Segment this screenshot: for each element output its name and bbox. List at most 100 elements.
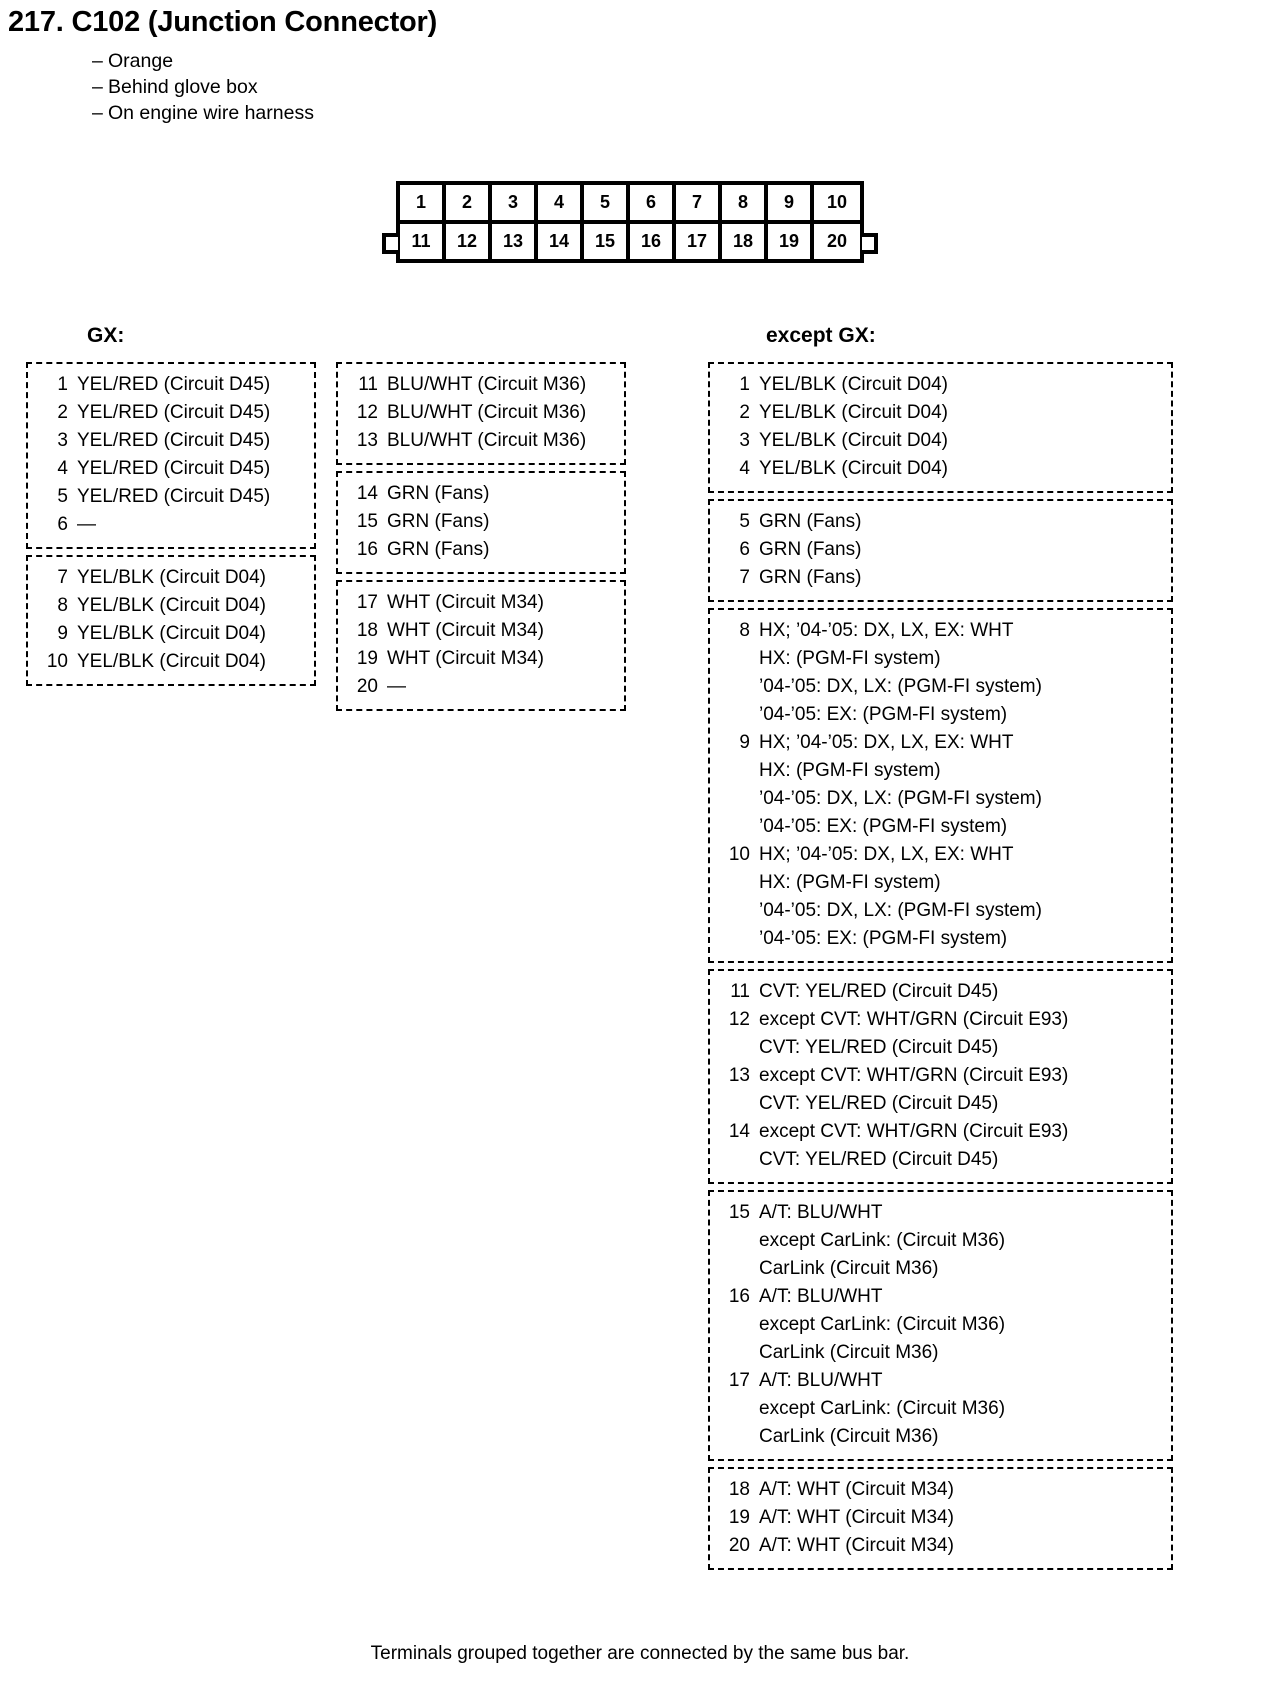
page-header: 217. C102 (Junction Connector) –Orange–B… [8,4,1008,126]
pin-description: YEL/BLK (Circuit D04) [77,567,267,588]
connector-pin-cell: 15 [584,224,630,259]
connector-pin-cell: 18 [722,224,768,259]
pin-description: except CVT: WHT/GRN (Circuit E93) [759,1009,1069,1030]
pin-number: 10 [46,651,68,672]
pin-number: 19 [728,1507,750,1528]
pin-number: 17 [356,592,378,613]
pin-number: 7 [739,567,750,588]
pin-description: — [77,514,96,535]
pin-description: YEL/RED (Circuit D45) [77,458,271,479]
connector-pin-cell: 16 [630,224,676,259]
pin-entry: 10 HX; ’04-’05: DX, LX, EX: WHT [720,841,1161,869]
pin-description: A/T: WHT (Circuit M34) [759,1479,954,1500]
connector-pin-cell: 1 [400,185,446,220]
pin-number: 8 [57,595,68,616]
connector-pin-cell: 19 [768,224,814,259]
pin-number: 14 [356,483,378,504]
pin-description: BLU/WHT (Circuit M36) [387,402,587,423]
connector-pin-cell: 2 [446,185,492,220]
pin-number: 5 [739,511,750,532]
pin-description: except CVT: WHT/GRN (Circuit E93) [759,1065,1069,1086]
pin-description: GRN (Fans) [759,511,862,532]
connector-attribute-label: Orange [108,50,174,73]
pin-description: A/T: BLU/WHT [759,1286,883,1307]
connector-notch-left [382,233,398,254]
pin-number: 1 [739,374,750,395]
pin-number: 3 [739,430,750,451]
pin-description: YEL/BLK (Circuit D04) [759,430,949,451]
pin-sub-description: HX: (PGM-FI system) [759,760,941,781]
pin-sub-description: HX: (PGM-FI system) [759,648,941,669]
pin-description: WHT (Circuit M34) [387,648,544,669]
pin-description: YEL/BLK (Circuit D04) [77,595,267,616]
connector-pin-cell: 4 [538,185,584,220]
page-title: 217. C102 (Junction Connector) [8,6,438,38]
pin-entry: 6— [38,511,304,539]
pin-description: — [387,676,406,697]
pin-description: A/T: WHT (Circuit M34) [759,1535,954,1556]
pin-entry: 4 YEL/RED (Circuit D45) [38,455,304,483]
connector-attribute-label: On engine wire harness [108,102,314,125]
pin-sub-description: ’04-’05: EX: (PGM-FI system) [759,816,1008,837]
except-gx-column-heading: except GX: [766,324,876,347]
pin-number: 4 [57,458,68,479]
pin-description: GRN (Fans) [759,567,862,588]
connector-pin-cell: 8 [722,185,768,220]
pin-description: YEL/RED (Circuit D45) [77,486,271,507]
pin-number: 20 [356,676,378,697]
connector-pin-cell: 12 [446,224,492,259]
pin-number: 2 [739,402,750,423]
pin-description: GRN (Fans) [759,539,862,560]
pin-sub-description: CarLink (Circuit M36) [759,1426,939,1447]
pin-number: 6 [739,539,750,560]
pin-entry: 3 YEL/BLK (Circuit D04) [720,427,1161,455]
pin-description: WHT (Circuit M34) [387,592,544,613]
connector-attributes-list: –Orange–Behind glove box–On engine wire … [92,48,1008,126]
connector-pin-cell: 10 [814,185,860,220]
connector-pin-cell: 9 [768,185,814,220]
pin-number: 10 [728,844,750,865]
connector-attribute-label: Behind glove box [108,76,258,99]
pin-number: 11 [730,981,750,1002]
pin-number: 8 [739,620,750,641]
dash-icon: – [92,50,103,73]
pin-number: 18 [356,620,378,641]
pin-description: A/T: BLU/WHT [759,1202,883,1223]
pin-number: 17 [728,1370,750,1391]
pin-number: 13 [728,1065,750,1086]
pin-entry: 7 GRN (Fans) [720,564,1161,592]
dash-icon: – [92,76,103,99]
pin-entry: 5 GRN (Fans) [720,508,1161,536]
pin-description: WHT (Circuit M34) [387,620,544,641]
pin-sub-description: CVT: YEL/RED (Circuit D45) [759,1149,999,1170]
connector-pin-cell: 11 [400,224,446,259]
connector-pin-cell: 14 [538,224,584,259]
pin-description: HX; ’04-’05: DX, LX, EX: WHT [759,844,1014,865]
pin-entry: 18 WHT (Circuit M34) [348,617,614,645]
pin-description: BLU/WHT (Circuit M36) [387,430,587,451]
pin-number: 18 [728,1479,750,1500]
pin-description: YEL/RED (Circuit D45) [77,402,271,423]
